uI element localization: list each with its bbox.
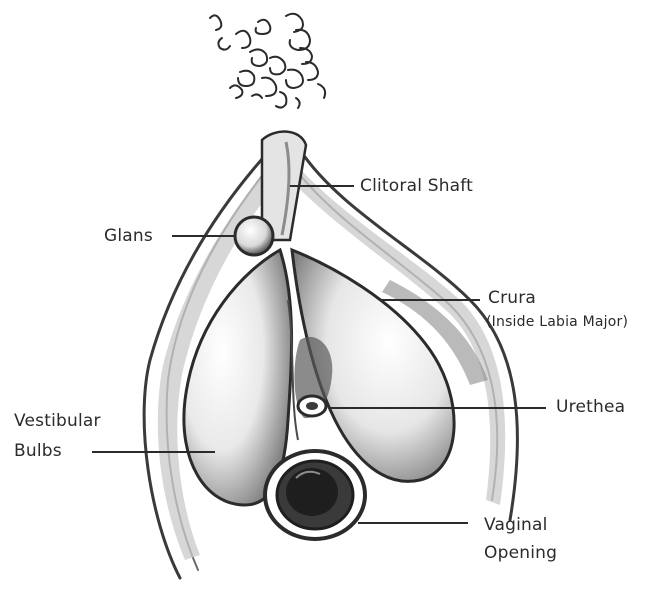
label-crura: Crura xyxy=(488,287,536,309)
label-glans: Glans xyxy=(104,225,153,247)
label-urethea: Urethea xyxy=(556,396,625,418)
urethra-shape xyxy=(294,337,332,418)
vaginal-opening-shape xyxy=(265,451,365,539)
pubic-hair-sketch xyxy=(210,14,325,108)
label-vaginal-line2: Opening xyxy=(484,542,557,564)
glans-shape xyxy=(235,217,273,255)
label-vestibular-line1: Vestibular xyxy=(14,410,101,432)
label-crura-note: (Inside Labia Major) xyxy=(486,313,628,331)
label-vestibular-line2: Bulbs xyxy=(14,440,62,462)
label-vaginal-line1: Vaginal xyxy=(484,514,548,536)
label-clitoral-shaft: Clitoral Shaft xyxy=(360,175,473,197)
